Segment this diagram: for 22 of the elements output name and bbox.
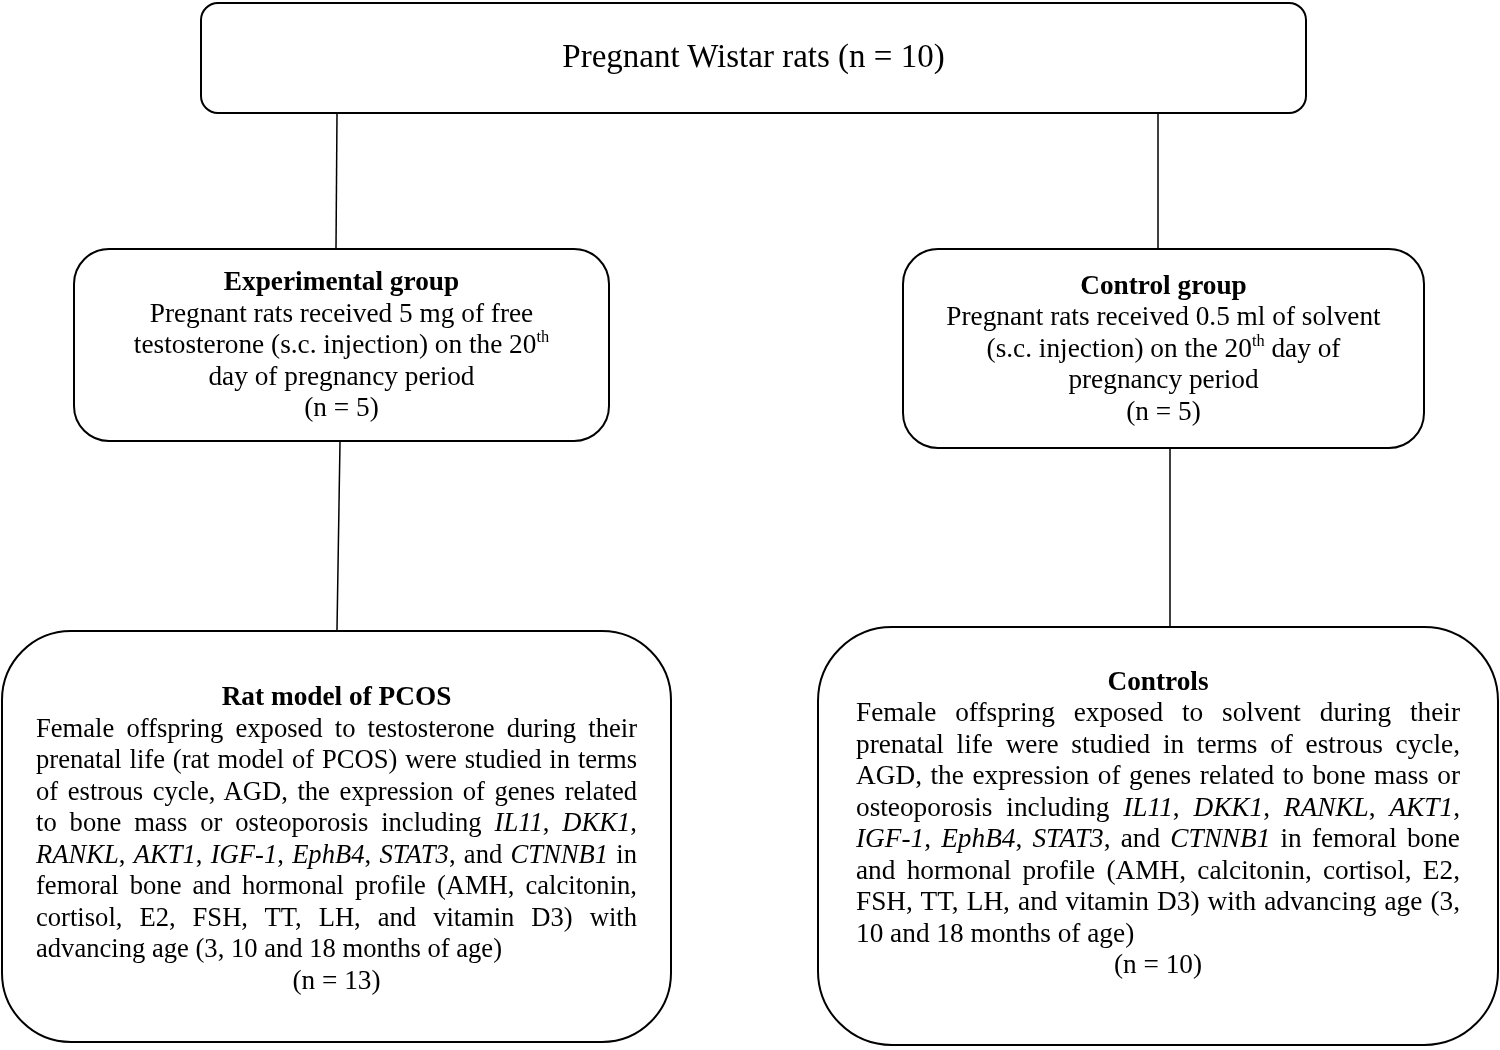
rounded-box	[1, 630, 672, 1043]
group-heading: Controls	[1106, 665, 1210, 697]
connector-line	[1169, 448, 1171, 627]
rounded-box	[200, 2, 1307, 114]
connector-line	[1157, 113, 1159, 249]
group-description: Female offspring exposed to solvent during their prenatal life were studied in terms of estrous cycle, AGD, the expression of genes related to bone mass or osteoporosis including IL11, DKK1, RANKL, AKT1, IGF-1, EphB4, STAT3, and CTNNB1 in femoral bone and hormonal profile (AMH, calcitonin, cortisol, E2, FSH, TT, LH, and vitamin D3) with advancing age (3, 10 and 18 months of age)	[856, 697, 1460, 949]
box-title: Pregnant Wistar rats (n = 10)	[561, 37, 946, 75]
rounded-box	[902, 248, 1425, 449]
connector-line	[335, 113, 338, 249]
sample-size-text: (n = 5)	[303, 392, 380, 424]
sample-size-text: (n = 5)	[1125, 395, 1202, 428]
sample-size-text: (n = 10)	[1112, 949, 1204, 981]
sample-size-text: (n = 13)	[291, 964, 382, 996]
group-heading: Control group	[1079, 269, 1248, 302]
group-heading: Rat model of PCOS	[220, 681, 453, 713]
group-description: Pregnant rats received 0.5 ml of solvent (s.c. injection) on the 20$^{th}$ day of pregnancy period	[945, 301, 1382, 396]
group-description: Pregnant rats received 5 mg of free testosterone (s.c. injection) on the 20$^{th}$ day of pregnancy period	[132, 297, 551, 393]
rounded-box	[817, 626, 1499, 1046]
group-description: Female offspring exposed to testosterone during their prenatal life (rat model of PCOS) were studied in terms of estrous cycle, AGD, the expression of genes related to bone mass or osteoporosis including IL11, DKK1, RANKL, AKT1, IGF-1, EphB4, STAT3, and CTNNB1 in femoral bone and hormonal profile (AMH, calcitonin, cortisol, E2, FSH, TT, LH, and vitamin D3) with advancing age (3, 10 and 18 months of age)	[36, 712, 637, 965]
connector-line	[336, 441, 341, 631]
group-heading: Experimental group	[222, 266, 461, 298]
rounded-box	[73, 248, 610, 442]
